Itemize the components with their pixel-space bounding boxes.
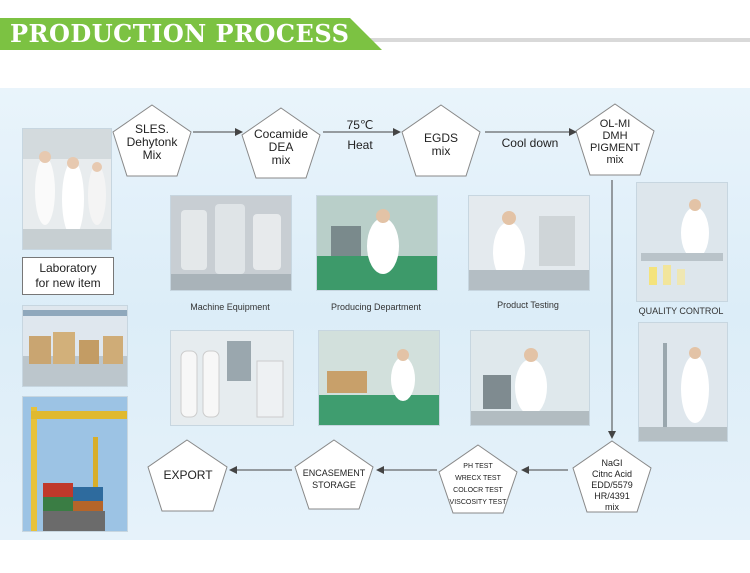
header-divider (0, 38, 750, 42)
caption-producing: Producing Department (330, 302, 422, 312)
quality-photo-2 (638, 322, 728, 442)
pentagon-node-1 (112, 104, 192, 177)
pentagon-test-node (438, 444, 518, 514)
page-title: PRODUCTION PROCESS (10, 19, 350, 48)
machine-photo-1 (170, 195, 292, 291)
machine-photo-2 (170, 330, 294, 426)
cool-down-label: Cool down (501, 136, 559, 150)
pentagon-right-node (572, 440, 652, 513)
header-banner (0, 18, 382, 50)
caption-testing: Product Testing (497, 300, 559, 310)
laboratory-photo (22, 128, 112, 250)
caption-quality: QUALITY CONTROL (638, 306, 724, 316)
quality-photo-1 (636, 182, 728, 302)
pentagon-export-node (147, 439, 228, 512)
export-node-label: EXPORT (163, 468, 213, 482)
heat-temp-label: 75℃ (346, 118, 374, 132)
producing-photo-2 (318, 330, 440, 426)
pentagon-node-3 (401, 104, 481, 177)
caption-machine: Machine Equipment (190, 302, 270, 312)
pentagon-storage-node (294, 439, 374, 510)
warehouse-photo (22, 305, 128, 387)
producing-photo-1 (316, 195, 438, 291)
heat-label: Heat (347, 138, 373, 152)
pentagon-node-4 (575, 103, 655, 176)
testing-photo-2 (470, 330, 590, 426)
testing-photo-1 (468, 195, 590, 291)
port-photo (22, 396, 128, 532)
pentagon-node-2 (241, 107, 321, 179)
